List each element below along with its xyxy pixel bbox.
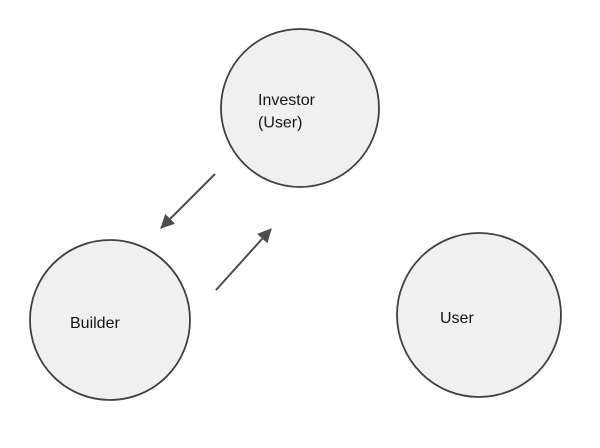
node-user: User — [396, 232, 562, 398]
node-builder: Builder — [29, 239, 191, 401]
arrow-builder-to-investor — [215, 228, 272, 291]
node-user-label: User — [440, 310, 474, 327]
node-user-circle — [396, 232, 562, 398]
node-builder-circle — [29, 239, 191, 401]
node-investor: Investor(User) — [220, 28, 380, 188]
arrow-investor-to-builder — [160, 173, 216, 229]
node-investor-circle — [220, 28, 380, 188]
node-builder-label: Builder — [70, 315, 120, 332]
node-investor-label: Investor(User) — [258, 92, 316, 132]
